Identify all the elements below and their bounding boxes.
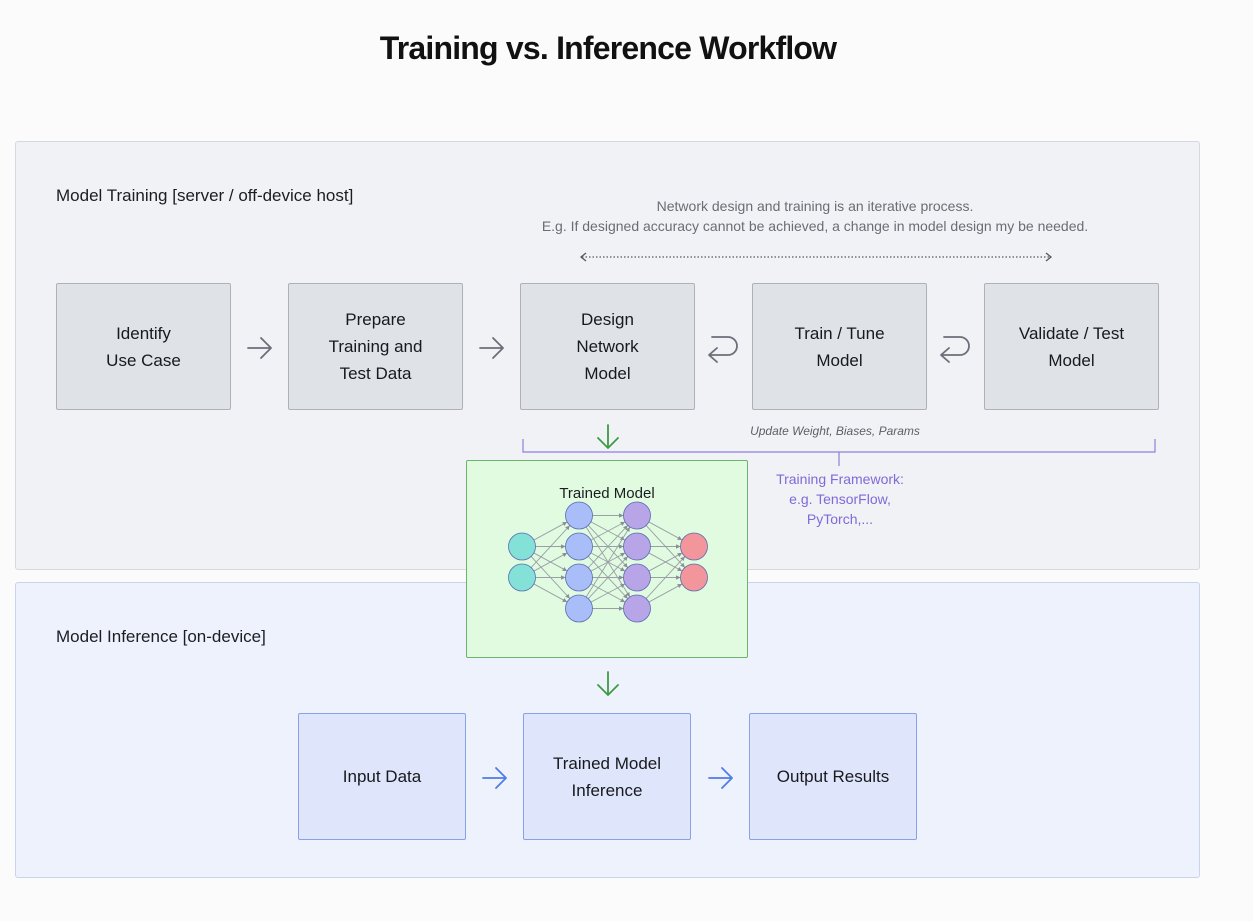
- network-node: [680, 563, 708, 592]
- step-label: Train / Tune Model: [794, 323, 885, 370]
- prepare-data-step: Prepare Training and Test Data: [288, 283, 463, 410]
- iteration-note-line2: E.g. If designed accuracy cannot be achi…: [541, 218, 1089, 234]
- network-node: [623, 563, 651, 592]
- network-connection: [530, 525, 571, 568]
- network-connection: [590, 583, 626, 603]
- network-node: [508, 532, 536, 561]
- arrow-down-icon: [597, 671, 619, 696]
- input-data-step: Input Data: [298, 713, 466, 840]
- neural-network-icon: [508, 501, 708, 623]
- arrow-down-icon: [597, 424, 619, 449]
- arrow-right-icon: [247, 337, 272, 359]
- trained-model-label: Trained Model: [559, 485, 655, 502]
- network-connection: [590, 521, 626, 541]
- training-section-label: Model Training [server / off-device host…: [56, 186, 354, 205]
- step-label: Output Results: [776, 767, 890, 786]
- framework-bracket: [522, 439, 1156, 466]
- network-connection: [533, 521, 568, 541]
- network-connection: [648, 552, 683, 572]
- update-params-note: Update Weight, Biases, Params: [750, 424, 920, 438]
- network-connection: [585, 526, 631, 598]
- page-title: Training vs. Inference Workflow: [379, 30, 837, 66]
- network-connection: [587, 525, 629, 568]
- arrow-right-icon: [482, 767, 507, 789]
- network-connection: [533, 552, 568, 572]
- output-results-step: Output Results: [749, 713, 917, 840]
- training-framework-note: Training Framework: e.g. TensorFlow, PyT…: [776, 471, 904, 527]
- network-node: [565, 532, 593, 561]
- return-arrow-icon: [940, 336, 970, 363]
- validate-test-step: Validate / Test Model: [984, 283, 1159, 410]
- network-connection: [648, 521, 683, 541]
- identify-use-case-step: Identify Use Case: [56, 283, 231, 410]
- network-node: [565, 563, 593, 592]
- step-label: Design Network Model: [576, 310, 639, 383]
- arrow-right-icon: [479, 337, 504, 359]
- arrow-right-icon: [708, 767, 733, 789]
- network-connection: [533, 583, 568, 603]
- network-node: [623, 532, 651, 561]
- trained-model-box: Trained Model: [466, 460, 748, 658]
- network-node: [508, 563, 536, 592]
- network-node: [623, 594, 651, 623]
- step-label: Identify Use Case: [106, 323, 181, 370]
- step-label: Trained Model Inference: [552, 753, 662, 800]
- network-node: [680, 532, 708, 561]
- return-arrow-icon: [708, 336, 738, 363]
- network-node: [623, 501, 651, 530]
- network-connection: [648, 583, 683, 603]
- step-label: Input Data: [342, 767, 422, 786]
- network-node: [565, 501, 593, 530]
- train-tune-step: Train / Tune Model: [752, 283, 927, 410]
- inference-section-label: Model Inference [on-device]: [56, 627, 266, 646]
- step-label: Validate / Test Model: [1018, 323, 1125, 370]
- network-connection: [587, 556, 629, 599]
- iteration-double-arrow-icon: [579, 252, 1053, 262]
- step-label: Prepare Training and Test Data: [328, 310, 423, 383]
- model-inference-step: Trained Model Inference: [523, 713, 691, 840]
- network-node: [565, 594, 593, 623]
- iteration-note-line1: Network design and training is an iterat…: [656, 198, 974, 214]
- network-connection: [645, 556, 686, 599]
- design-network-step: Design Network Model: [520, 283, 695, 410]
